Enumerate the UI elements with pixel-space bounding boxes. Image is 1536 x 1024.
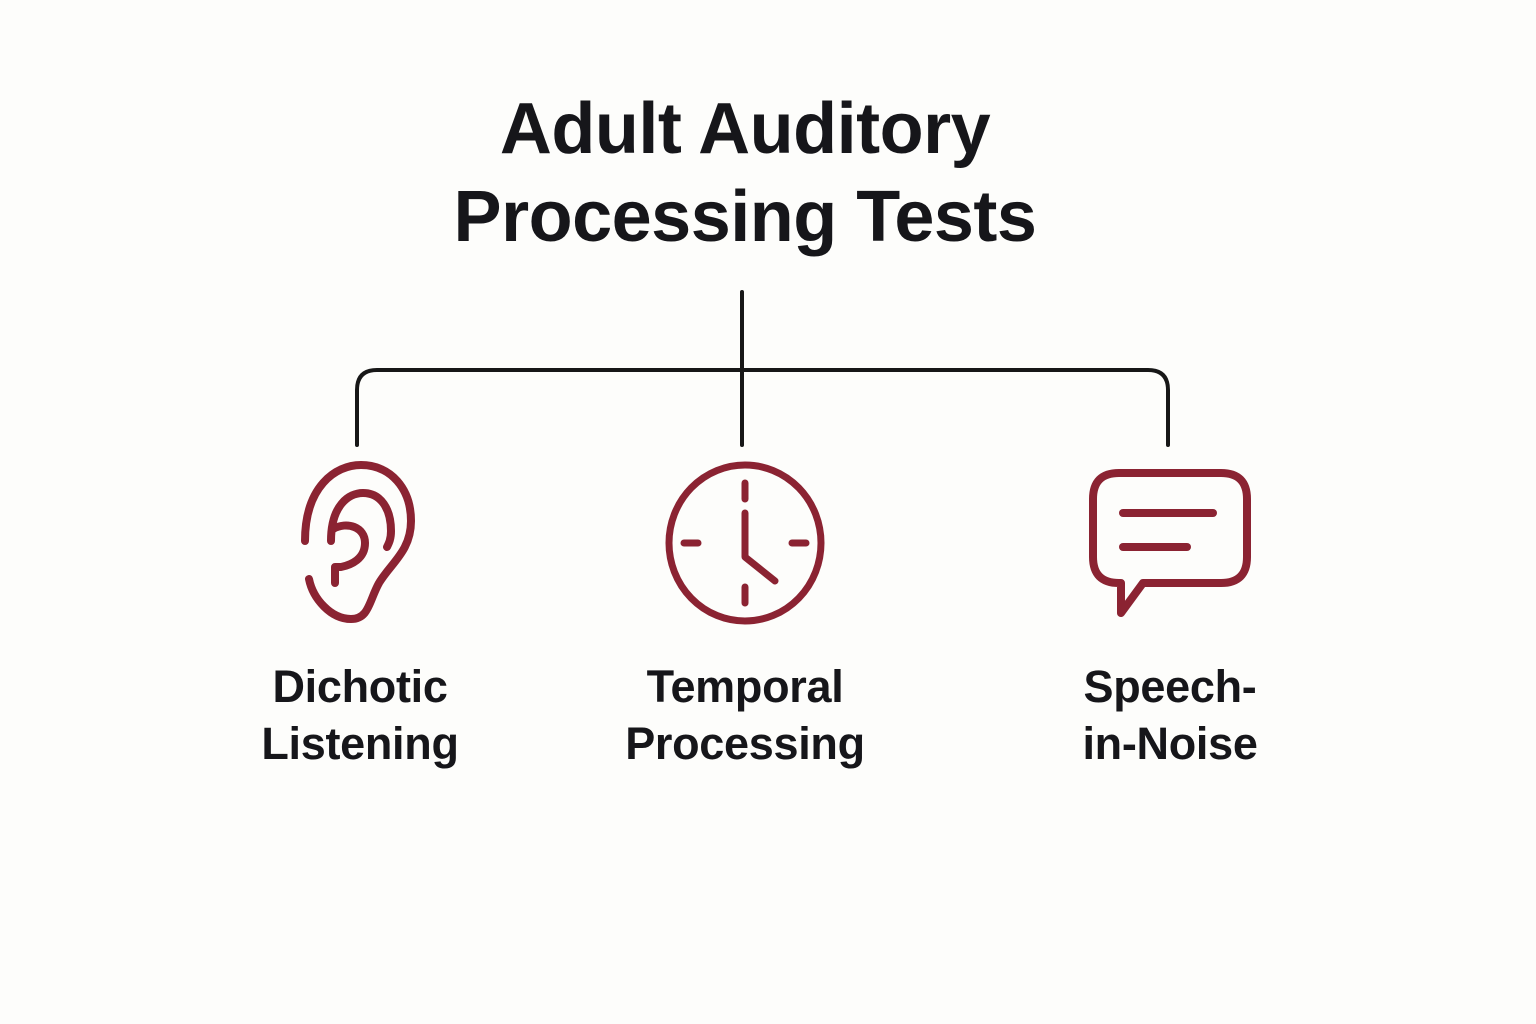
- clock-icon: [580, 455, 910, 630]
- branch-label-line-2: Processing: [625, 718, 865, 770]
- branch-label-temporal-processing: Temporal Processing: [580, 658, 910, 772]
- title-line-2: Processing Tests: [453, 176, 1037, 257]
- branch-dichotic-listening[interactable]: Dichotic Listening: [195, 455, 525, 772]
- speech-bubble-icon: [1005, 455, 1335, 630]
- branch-label-line-1: Dichotic: [272, 661, 448, 712]
- branch-label-speech-in-noise: Speech- in-Noise: [1005, 658, 1335, 772]
- branch-label-line-2: Listening: [261, 718, 459, 770]
- branch-label-dichotic-listening: Dichotic Listening: [195, 658, 525, 772]
- branch-speech-in-noise[interactable]: Speech- in-Noise: [1005, 455, 1335, 772]
- branch-label-line-2: in-Noise: [1082, 718, 1258, 770]
- branch-label-line-1: Temporal: [646, 661, 844, 712]
- branch-row: Dichotic Listening: [0, 455, 1536, 855]
- diagram-title: Adult Auditory Processing Tests: [0, 86, 1490, 262]
- connector-bracket: [355, 368, 1170, 447]
- branch-label-line-1: Speech-: [1083, 661, 1257, 712]
- branch-temporal-processing[interactable]: Temporal Processing: [580, 455, 910, 772]
- title-line-1: Adult Auditory: [499, 89, 991, 169]
- ear-icon: [195, 455, 525, 630]
